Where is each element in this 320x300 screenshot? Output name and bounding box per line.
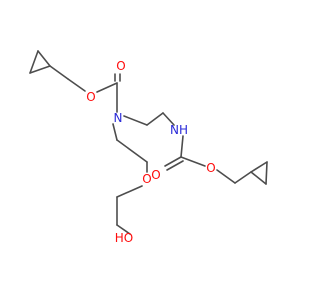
atom-label-oxygen: O [86,90,95,104]
bond [123,115,148,126]
atom-label-oxygen: O [206,161,215,175]
bond [250,161,268,173]
bond [265,161,268,185]
bond [29,50,39,74]
atom-label-layer: O O N O HO NH O O [86,59,215,245]
atom-label-nitrogen: N [114,111,123,125]
bond [162,112,175,126]
bond [49,65,69,80]
bond-double [166,160,184,171]
bond [180,156,206,167]
atom-label-hydroxyl: HO [115,231,133,245]
molecule-structure: O O N O HO NH O O [0,0,300,300]
bond [116,139,148,163]
bond [234,171,252,184]
atom-label-oxygen: O [151,168,160,182]
bond [37,50,51,67]
bond [116,185,143,198]
bond [146,112,164,126]
bond [116,224,131,235]
atom-label-amide-nh: NH [170,123,188,137]
bond [112,123,118,141]
bond-layer [29,50,268,235]
bond [180,135,184,158]
bond [67,78,86,92]
canvas-background [0,0,300,300]
bond [216,169,236,184]
atom-label-oxygen: O [142,172,151,186]
atom-label-oxygen: O [116,59,125,73]
bond-double [164,156,182,167]
bond [96,82,118,93]
bond [250,171,267,185]
bond [29,65,51,74]
